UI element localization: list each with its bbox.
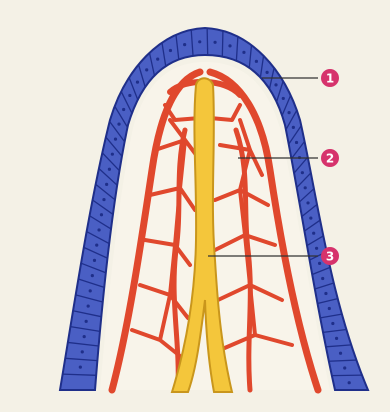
- epithelium-cell-nucleus: [145, 68, 148, 71]
- epithelium-cell-nucleus: [136, 81, 139, 84]
- epithelium-cell-nucleus: [315, 247, 318, 250]
- epithelium-cell-nucleus: [331, 322, 334, 325]
- epithelium-cell-nucleus: [312, 232, 315, 235]
- callout-1-number: 1: [326, 72, 334, 86]
- epithelium-cell-nucleus: [105, 183, 108, 186]
- epithelium-cell-nucleus: [213, 41, 216, 44]
- epithelium-cell-nucleus: [87, 304, 90, 307]
- epithelium-cell-nucleus: [274, 83, 277, 86]
- epithelium-cell-nucleus: [89, 289, 92, 292]
- epithelium-cell-nucleus: [328, 307, 331, 310]
- epithelium-cell-nucleus: [242, 51, 245, 54]
- epithelium-cell-nucleus: [324, 292, 327, 295]
- callout-2-number: 2: [326, 152, 334, 166]
- epithelium-cell-nucleus: [339, 352, 342, 355]
- epithelium-cell-nucleus: [122, 108, 125, 111]
- epithelium-cell-nucleus: [183, 43, 186, 46]
- epithelium-cell-nucleus: [335, 337, 338, 340]
- epithelium-cell-nucleus: [79, 366, 82, 369]
- epithelium-cell-nucleus: [97, 228, 100, 231]
- epithelium-cell-nucleus: [292, 126, 295, 129]
- epithelium-cell-boundary: [332, 375, 362, 376]
- epithelium-cell-nucleus: [198, 40, 201, 43]
- epithelium-cell-nucleus: [301, 171, 304, 174]
- epithelium-cell-nucleus: [306, 201, 309, 204]
- epithelium-cell-nucleus: [93, 259, 96, 262]
- epithelium-cell-nucleus: [282, 97, 285, 100]
- epithelium-cell-nucleus: [108, 168, 111, 171]
- epithelium-cell-nucleus: [304, 186, 307, 189]
- epithelium-cell-nucleus: [228, 44, 231, 47]
- epithelium-cell-nucleus: [128, 94, 131, 97]
- callout-3-number: 3: [326, 250, 334, 264]
- epithelium-cell-nucleus: [266, 71, 269, 74]
- epithelium-cell-nucleus: [348, 381, 351, 384]
- epithelium-cell-nucleus: [91, 274, 94, 277]
- epithelium-cell-boundary: [207, 28, 208, 55]
- epithelium-cell-nucleus: [83, 335, 86, 338]
- epithelium-cell-nucleus: [117, 123, 120, 126]
- epithelium-cell-nucleus: [85, 320, 88, 323]
- epithelium-cell-nucleus: [156, 58, 159, 61]
- epithelium-cell-nucleus: [318, 262, 321, 265]
- epithelium-cell-boundary: [222, 31, 223, 57]
- epithelium-cell-nucleus: [169, 49, 172, 52]
- epithelium-cell-nucleus: [321, 277, 324, 280]
- epithelium-cell-nucleus: [95, 244, 98, 247]
- epithelium-cell-nucleus: [81, 350, 84, 353]
- epithelium-cell-nucleus: [343, 366, 346, 369]
- epithelium-cell-nucleus: [255, 60, 258, 63]
- epithelium-cell-nucleus: [295, 141, 298, 144]
- epithelium-cell-nucleus: [309, 216, 312, 219]
- epithelium-cell-nucleus: [102, 198, 105, 201]
- epithelium-cell-nucleus: [111, 153, 114, 156]
- epithelium-cell-nucleus: [100, 213, 103, 216]
- epithelium-cell-nucleus: [114, 138, 117, 141]
- epithelium-cell-nucleus: [287, 111, 290, 114]
